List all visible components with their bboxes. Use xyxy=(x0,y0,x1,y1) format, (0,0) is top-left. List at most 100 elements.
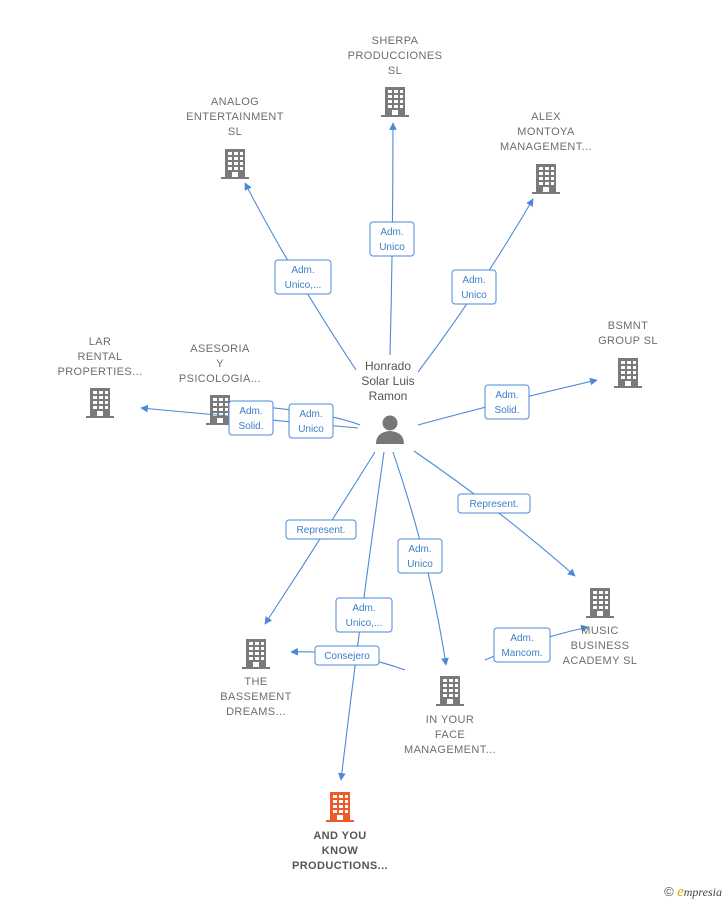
e-andyou-label-text: Adm. xyxy=(352,603,375,614)
e-bsmnt-label[interactable]: Adm. Solid. xyxy=(484,384,530,420)
building-icon xyxy=(86,388,114,418)
company-bassement-label: DREAMS... xyxy=(226,706,286,718)
company-alex[interactable]: ALEXMONTOYAMANAGEMENT... xyxy=(500,111,592,194)
empresia-logo[interactable]: © empresia xyxy=(664,884,722,901)
e-lar-label[interactable]: Adm. Solid. xyxy=(228,400,274,436)
e-asesoria-label-text: Unico xyxy=(298,424,324,435)
company-asesoria-label: PSICOLOGIA... xyxy=(179,373,261,385)
company-analog-label: SL xyxy=(228,126,242,138)
e-analog-label[interactable]: Adm. Unico,... xyxy=(274,259,332,295)
e-bsmnt-label-text: Solid. xyxy=(494,405,519,416)
edge-labels-layer: Adm.UnicoAdm.Unico,...Adm.UnicoAdm.Solid… xyxy=(228,221,551,666)
company-sherpa-label: SL xyxy=(388,65,402,77)
company-lar-label: LAR xyxy=(89,336,112,348)
company-andyou-label: KNOW xyxy=(322,845,359,857)
company-asesoria-label: Y xyxy=(216,358,224,370)
person-name-label: Ramon xyxy=(369,389,408,403)
e-inyourface-label-box xyxy=(397,538,443,574)
e-alex-label-text: Unico xyxy=(461,290,487,301)
building-icon xyxy=(436,676,464,706)
e-andyou-label[interactable]: Adm. Unico,... xyxy=(335,597,393,633)
company-inyourface-label: MANAGEMENT... xyxy=(404,744,496,756)
company-asesoria[interactable]: ASESORIA Y PSICOLOGIA... xyxy=(179,343,261,425)
copyright-symbol: © xyxy=(664,884,674,899)
company-analog[interactable]: ANALOG ENTERTAINMENT SL xyxy=(186,96,284,179)
e-lar-label-text: Adm. xyxy=(239,406,262,417)
e-lar-label-box xyxy=(228,400,274,436)
e-iyf-music-label[interactable]: Adm. Mancom. xyxy=(493,627,551,663)
company-alex-label: MANAGEMENT... xyxy=(500,141,592,153)
e-analog-label-text: Adm. xyxy=(291,265,314,276)
e-bassement-label-box xyxy=(285,519,357,540)
e-alex-label[interactable]: Adm. Unico xyxy=(451,269,497,305)
e-sherpa-label-text: Adm. xyxy=(380,227,403,238)
e-asesoria-label[interactable]: Adm. Unico xyxy=(288,403,334,439)
building-icon xyxy=(532,164,560,194)
company-music-label: ACADEMY SL xyxy=(563,655,638,667)
building-icon xyxy=(326,792,354,822)
company-analog-label: ENTERTAINMENT xyxy=(186,111,284,123)
e-iyf-bassement-label[interactable]: Consejero xyxy=(314,645,380,666)
company-bassement[interactable]: THE BASSEMENT DREAMS... xyxy=(220,639,291,718)
company-alex-label: ALEX xyxy=(531,111,561,123)
e-bassement-label[interactable]: Represent. xyxy=(285,519,357,540)
company-lar-label: RENTAL xyxy=(78,351,123,363)
e-alex-label-box xyxy=(451,269,497,305)
company-bassement-label: BASSEMENT xyxy=(220,691,291,703)
company-analog-label: ANALOG xyxy=(211,96,259,108)
company-bassement-label: THE xyxy=(244,676,267,688)
e-sherpa-label-box xyxy=(369,221,415,257)
e-music-label[interactable]: Represent. xyxy=(457,493,531,514)
person-name-label: Solar Luis xyxy=(361,374,414,388)
e-iyf-music-label-text: Mancom. xyxy=(501,648,542,659)
e-bassement-label-text: Represent. xyxy=(297,525,346,536)
company-andyou-label: AND YOU xyxy=(313,830,366,842)
company-sherpa-label: PRODUCCIONES xyxy=(348,50,443,62)
person-icon-body xyxy=(376,431,404,444)
building-icon xyxy=(586,588,614,618)
e-sherpa-label-text: Unico xyxy=(379,242,405,253)
e-analog-label-text: Unico,... xyxy=(285,280,322,291)
brand-name: mpresia xyxy=(683,885,722,899)
e-music-label-box xyxy=(457,493,531,514)
e-andyou-label-text: Unico,... xyxy=(346,618,383,629)
e-bsmnt-label-text: Adm. xyxy=(495,390,518,401)
company-bsmnt[interactable]: BSMNT GROUP SL xyxy=(598,320,658,388)
e-lar-label-text: Solid. xyxy=(238,421,263,432)
building-icon xyxy=(614,358,642,388)
e-iyf-music-label-text: Adm. xyxy=(510,633,533,644)
company-lar[interactable]: LAR RENTAL PROPERTIES... xyxy=(57,336,142,418)
company-inyourface[interactable]: IN YOUR FACE MANAGEMENT... xyxy=(404,676,496,756)
person-name-label: Honrado xyxy=(365,359,411,373)
company-asesoria-label: ASESORIA xyxy=(190,343,250,355)
e-iyf-bassement-label-text: Consejero xyxy=(324,651,370,662)
company-lar-label: PROPERTIES... xyxy=(57,366,142,378)
company-sherpa[interactable]: SHERPA PRODUCCIONES SL xyxy=(348,35,443,117)
e-iyf-music-label-box xyxy=(493,627,551,663)
e-iyf-bassement-label-box xyxy=(314,645,380,666)
e-analog-label-box xyxy=(274,259,332,295)
company-bsmnt-label: BSMNT xyxy=(608,320,649,332)
company-inyourface-label: IN YOUR xyxy=(426,714,474,726)
e-inyourface-label[interactable]: Adm. Unico xyxy=(397,538,443,574)
e-sherpa-label[interactable]: Adm. Unico xyxy=(369,221,415,257)
company-andyou[interactable]: AND YOU KNOW PRODUCTIONS... xyxy=(292,792,388,872)
edges-layer xyxy=(140,122,598,781)
building-icon xyxy=(242,639,270,669)
company-music-label: BUSINESS xyxy=(571,640,630,652)
nodes-layer: SHERPA PRODUCCIONES SL ANALOG ENTERTAINMENT S… xyxy=(57,35,657,872)
e-bsmnt-label-box xyxy=(484,384,530,420)
company-andyou-label: PRODUCTIONS... xyxy=(292,860,388,872)
company-bsmnt-label: GROUP SL xyxy=(598,335,658,347)
building-icon xyxy=(381,87,409,117)
e-inyourface-label-text: Unico xyxy=(407,559,433,570)
person-icon xyxy=(382,415,398,431)
e-inyourface-label-text: Adm. xyxy=(408,544,431,555)
company-sherpa-label: SHERPA xyxy=(372,35,419,47)
e-alex-label-text: Adm. xyxy=(462,275,485,286)
e-asesoria-label-text: Adm. xyxy=(299,409,322,420)
company-inyourface-label: FACE xyxy=(435,729,465,741)
